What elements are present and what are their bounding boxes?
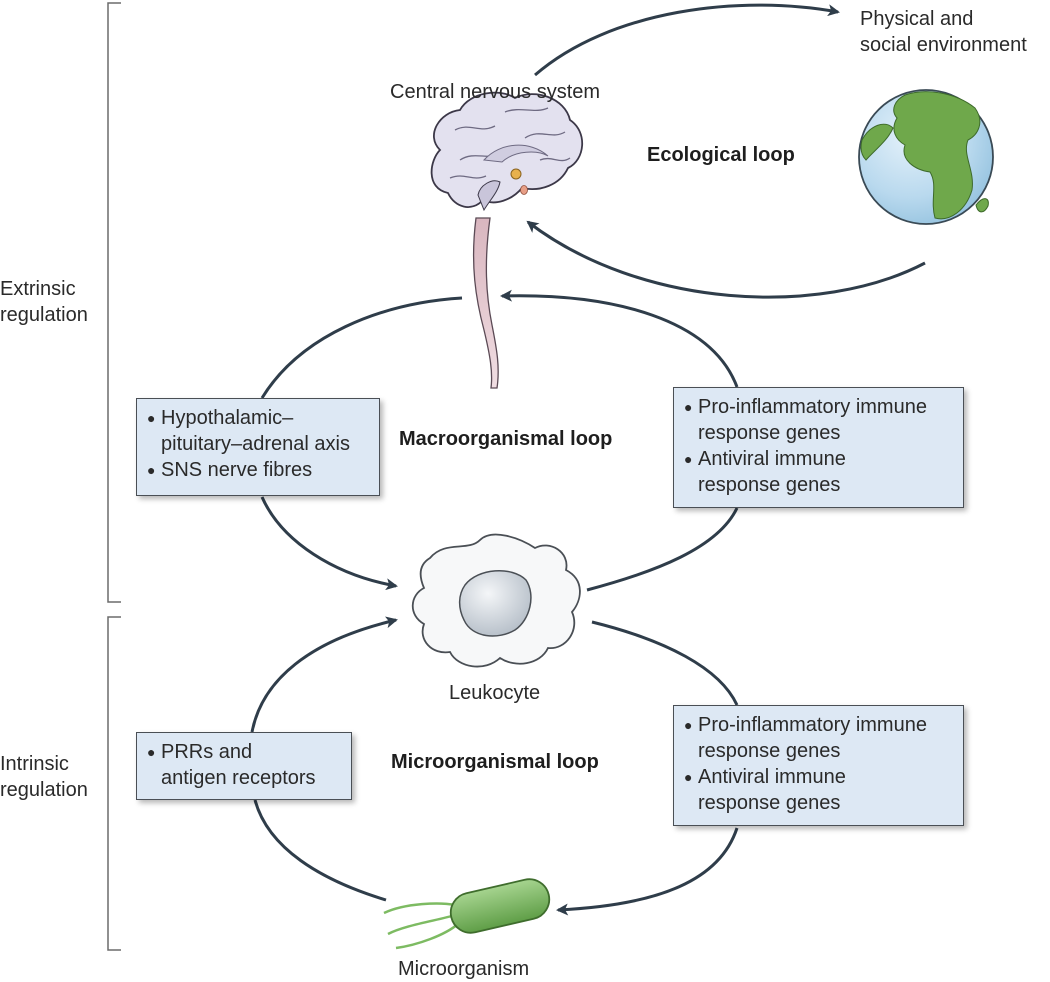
leukocyte-to-micro-genes-arc xyxy=(591,620,739,706)
cns-to-environment-arrow xyxy=(534,3,840,77)
hpa-text: Hypothalamic– pituitary–adrenal axis xyxy=(161,407,350,455)
macro-proinflammatory-text: Pro-inflammatory immune response genes xyxy=(698,396,927,444)
extrinsic-regulation-label: Extrinsic regulation xyxy=(0,278,88,326)
extrinsic-bracket xyxy=(107,2,121,603)
sns-text: SNS nerve fibres xyxy=(161,459,313,481)
macro-antiviral-text: Antiviral immune response genes xyxy=(698,448,846,496)
bullet-dot: ● xyxy=(684,769,693,785)
microorganism-label: Microorganism xyxy=(398,958,530,980)
prr-bullet: ● PRRs and antigen receptors xyxy=(147,739,341,791)
sns-bullet: ● SNS nerve fibres xyxy=(147,457,369,483)
micro-genes-box: ●Pro-inflammatory immune response genes … xyxy=(673,705,964,826)
hpa-sns-box: ● Hypothalamic– pituitary–adrenal axis ● S… xyxy=(136,398,380,496)
prr-to-leukocyte-arrow xyxy=(250,616,398,733)
ecological-loop-title: Ecological loop xyxy=(647,144,795,166)
macro-genes-box: ●Pro-inflammatory immune response genes … xyxy=(673,387,964,508)
intrinsic-bracket xyxy=(107,616,121,951)
macro-left-upper-arc xyxy=(260,296,463,399)
micro-genes-to-microbe-arrow xyxy=(556,827,739,916)
bacterium-icon xyxy=(383,878,551,950)
bullet-dot: ● xyxy=(684,399,693,415)
microorganismal-loop-title: Microorganismal loop xyxy=(391,751,599,773)
microbe-to-prr-arc xyxy=(253,799,387,902)
bullet-dot: ● xyxy=(684,451,693,467)
environment-label: Physical and social environment xyxy=(860,8,1027,56)
intrinsic-regulation-label: Intrinsic regulation xyxy=(0,753,88,801)
spinal-cord xyxy=(472,217,499,389)
prr-text: PRRs and antigen receptors xyxy=(161,741,316,789)
brain-icon xyxy=(430,91,584,212)
bullet-dot: ● xyxy=(147,462,156,478)
micro-proinflammatory-text: Pro-inflammatory immune response genes xyxy=(698,714,927,762)
leukocyte-to-macro-genes-arc xyxy=(586,507,739,592)
macro-antiviral-bullet: ● Antiviral immune response genes xyxy=(684,446,953,498)
bullet-dot: ● xyxy=(147,410,156,426)
cns-label: Central nervous system xyxy=(390,81,601,103)
prr-box: ● PRRs and antigen receptors xyxy=(136,732,352,800)
hpa-bullet: ● Hypothalamic– pituitary–adrenal axis xyxy=(147,405,369,457)
leukocyte-label: Leukocyte xyxy=(449,682,541,704)
macro-proinflammatory-bullet: ● Pro-inflammatory immune response genes xyxy=(684,394,953,446)
micro-proinflammatory-bullet: ● Pro-inflammatory immune response genes xyxy=(684,712,953,764)
macroorganismal-loop-title: Macroorganismal loop xyxy=(399,428,613,450)
bullet-dot: ● xyxy=(684,717,693,733)
bullet-dot: ● xyxy=(147,744,156,760)
leukocyte-cell-icon xyxy=(411,533,581,668)
cns-to-leukocyte-arrow xyxy=(260,496,398,591)
micro-antiviral-text: Antiviral immune response genes xyxy=(698,766,846,814)
macro-right-to-cns-arrow xyxy=(500,289,739,388)
earth-globe-icon xyxy=(858,89,994,225)
environment-to-cns-arrow xyxy=(526,220,926,299)
micro-antiviral-bullet: ● Antiviral immune response genes xyxy=(684,764,953,816)
